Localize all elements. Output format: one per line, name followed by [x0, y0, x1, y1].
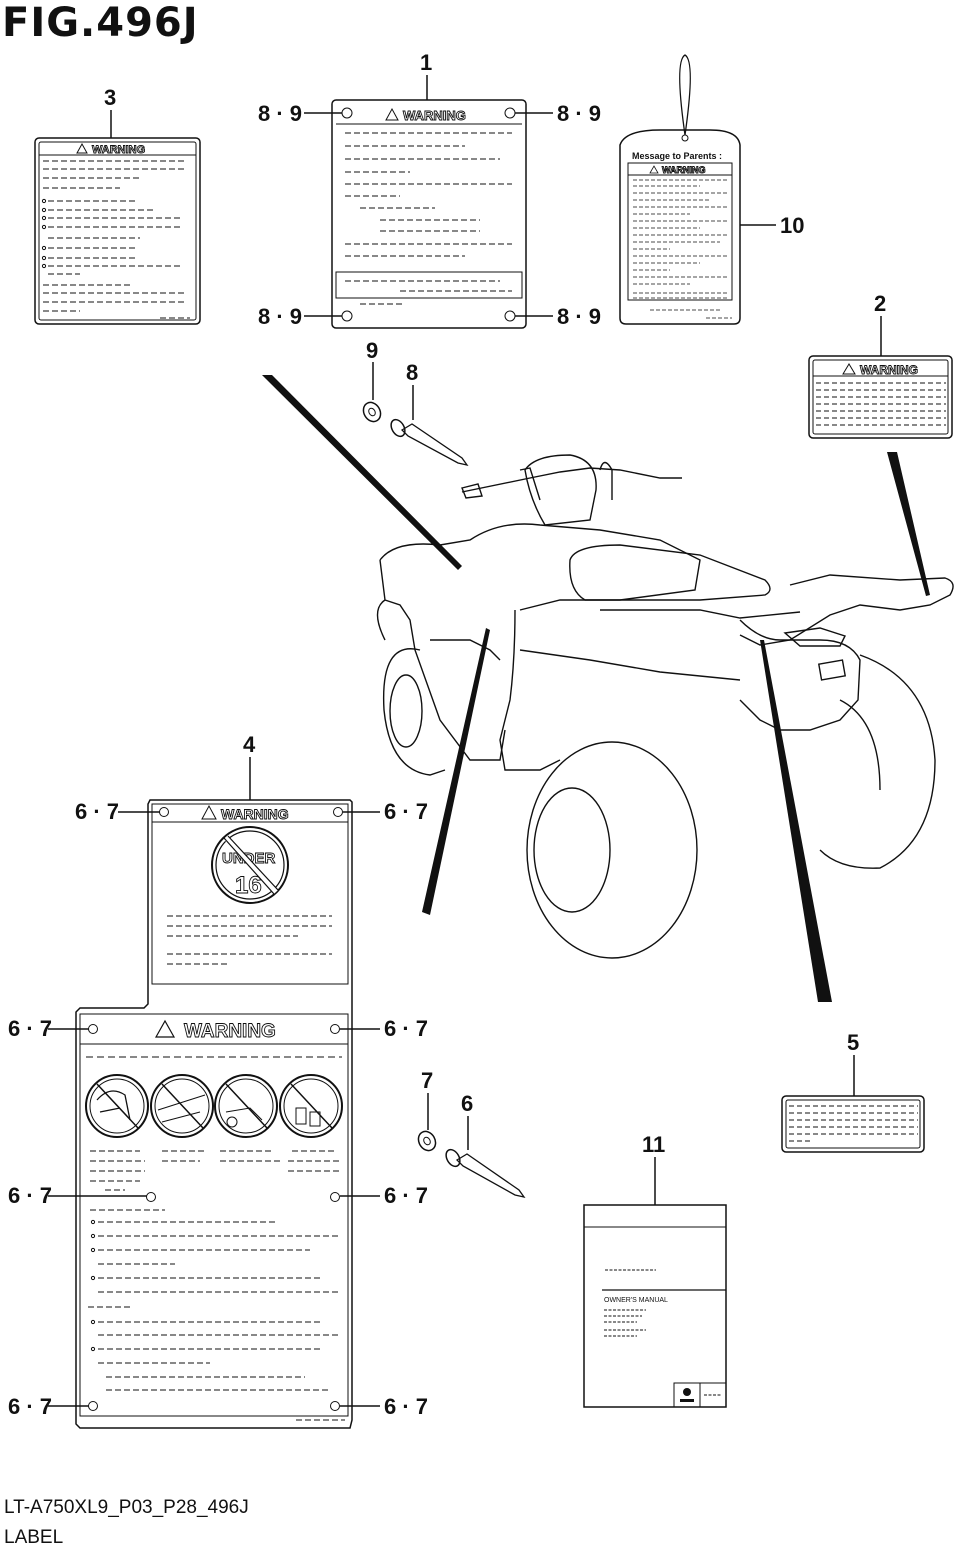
callout-4: 4 — [243, 732, 256, 757]
warning-triangle-icon — [842, 363, 856, 375]
callout-6-7: 6 · 7 — [8, 1183, 52, 1208]
warning-triangle-icon — [76, 142, 88, 154]
warning-text: WARNING — [221, 806, 289, 822]
no-under-16-icon: UNDER 16 — [211, 826, 289, 904]
callout-8: 8 — [406, 360, 418, 385]
owners-manual-text: OWNER'S MANUAL — [604, 1297, 668, 1304]
pointer-arrow — [887, 452, 930, 596]
warning-text: WARNING — [92, 144, 145, 156]
tag-string — [679, 54, 691, 136]
rivet-hole — [88, 1024, 98, 1034]
pointer-arrow — [760, 640, 832, 1002]
callout-6-7: 6 · 7 — [8, 1016, 52, 1041]
suzuki-logo-icon — [683, 1388, 691, 1396]
callout-6-7: 6 · 7 — [384, 799, 428, 824]
callout-6-7: 6 · 7 — [75, 799, 119, 824]
callout-6-7: 6 · 7 — [8, 1394, 52, 1419]
callout-11: 11 — [642, 1132, 665, 1157]
warning-triangle-icon — [154, 1019, 176, 1038]
message-to-parents-text: Message to Parents : — [632, 151, 722, 161]
callout-10: 10 — [780, 213, 804, 238]
rivet-hole — [333, 807, 343, 817]
part-11-owners-manual[interactable]: OWNER'S MANUAL — [583, 1204, 727, 1408]
part-10-hang-tag[interactable]: Message to Parents : WARNING — [619, 54, 741, 325]
part-8-rivet[interactable] — [388, 417, 469, 467]
callout-8-9: 8 · 9 — [557, 101, 601, 126]
no-alcohol-drugs-icon — [279, 1074, 343, 1138]
part-6-rivet[interactable] — [443, 1147, 526, 1199]
warning-triangle-icon — [201, 804, 217, 820]
rivet-hole — [341, 310, 353, 322]
diagram-code: LT-A750XL9_P03_P28_496J — [4, 1497, 249, 1518]
rivet-hole — [341, 107, 353, 119]
rivet-hole — [88, 1401, 98, 1411]
part-2-warning-label[interactable]: WARNING — [808, 355, 953, 439]
callout-5: 5 — [847, 1030, 859, 1055]
rivet-hole — [330, 1024, 340, 1034]
warning-triangle-icon — [385, 107, 399, 121]
rivet-hole — [330, 1401, 340, 1411]
pointer-arrow — [422, 628, 490, 915]
rivet-hole — [330, 1192, 340, 1202]
rivet-hole — [159, 807, 169, 817]
callout-2: 2 — [874, 291, 886, 316]
part-4-warning-label[interactable]: WARNING UNDER 16 WARNING — [75, 799, 353, 1429]
callout-6-7: 6 · 7 — [384, 1183, 428, 1208]
rivet-hole — [504, 107, 516, 119]
callout-6-7: 6 · 7 — [384, 1016, 428, 1041]
pointer-arrow — [262, 375, 462, 570]
part-9-washer[interactable] — [360, 399, 384, 424]
rivet-hole — [146, 1192, 156, 1202]
callout-8-9: 8 · 9 — [557, 304, 601, 329]
figure-title: FIG.496J — [2, 0, 199, 46]
callout-8-9: 8 · 9 — [258, 101, 302, 126]
callout-8-9: 8 · 9 — [258, 304, 302, 329]
warning-text: WARNING — [184, 1021, 276, 1042]
callout-9: 9 — [366, 338, 378, 363]
part-1-warning-label[interactable]: WARNING — [331, 99, 527, 329]
no-paved-roads-icon — [150, 1074, 214, 1138]
atv-vehicle-illustration — [376, 454, 954, 959]
warning-text: WARNING — [403, 108, 466, 123]
part-3-warning-label[interactable]: WARNING — [34, 137, 201, 325]
callout-6-7: 6 · 7 — [384, 1394, 428, 1419]
callout-6: 6 — [461, 1091, 473, 1116]
warning-triangle-icon — [649, 165, 659, 174]
part-5-label[interactable] — [781, 1095, 925, 1153]
diagram-label: LABEL — [4, 1527, 64, 1548]
part-7-washer[interactable] — [415, 1128, 439, 1153]
rivet-hole — [504, 310, 516, 322]
warning-text: WARNING — [860, 363, 918, 377]
no-passenger-icon — [85, 1074, 149, 1138]
callout-3: 3 — [104, 85, 116, 110]
no-tipping-icon — [214, 1074, 278, 1138]
callout-1: 1 — [420, 50, 432, 75]
callout-7: 7 — [421, 1068, 433, 1093]
warning-text: WARNING — [662, 165, 706, 175]
